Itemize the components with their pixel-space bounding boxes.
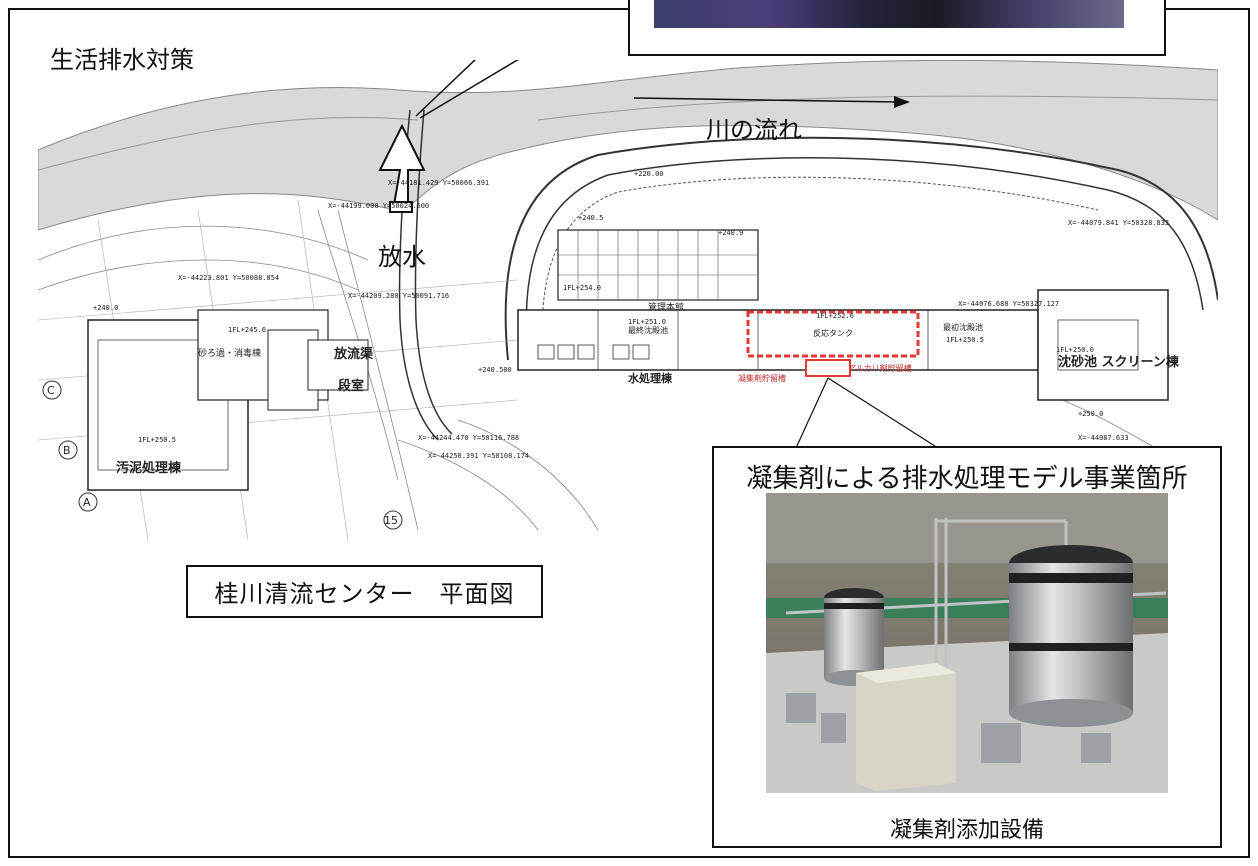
coord-label: X=-44079.841 Y=50328.833 xyxy=(1068,219,1169,227)
coord-label: X=-44087.633 xyxy=(1078,434,1129,442)
model-site-title: 凝集剤による排水処理モデル事業箇所 xyxy=(746,464,1188,494)
label-grit-screen: 沈砂池 スクリーン棟 xyxy=(1058,354,1180,370)
river-flow-label: 川の流れ xyxy=(706,116,802,144)
discharge-outlet-photo xyxy=(654,0,1124,28)
grid-mark: 15 xyxy=(384,514,398,527)
label-alkali-storage: アルカリ剤貯留槽 xyxy=(848,363,912,373)
label-first-settling: 最初沈殿池 xyxy=(943,322,983,332)
level-label: +240.9 xyxy=(718,229,743,237)
level-label: +250.0 xyxy=(1078,410,1103,418)
model-site-box: 凝集剤による排水処理モデル事業箇所 xyxy=(712,446,1222,848)
label-admin: 管理本館 xyxy=(648,301,684,313)
label-discharge-channel: 放流渠 xyxy=(333,346,374,362)
level-label: +240.5 xyxy=(578,214,603,222)
level-label: +240.0 xyxy=(93,304,118,312)
discharge-label: 放水 xyxy=(378,243,426,271)
top-photo-callout xyxy=(628,0,1166,56)
grid-mark: A xyxy=(83,496,91,509)
level-label: 1FL+245.6 xyxy=(228,326,266,334)
coord-label: X=-44199.000 Y=50024.600 xyxy=(328,202,429,210)
label-sand-drying: 砂ろ過・消毒棟 xyxy=(198,347,261,359)
level-label: +220.00 xyxy=(634,170,664,178)
level-label: 1FL+250.0 xyxy=(1056,346,1094,354)
plan-caption: 桂川清流センター 平面図 xyxy=(186,565,543,618)
label-sludge: 汚泥処理棟 xyxy=(116,460,182,476)
level-label: 1FL+250.5 xyxy=(138,436,176,444)
label-water-treatment: 水処理棟 xyxy=(628,371,673,385)
level-label: 1FL+251.0 xyxy=(628,318,666,326)
level-label: 1FL+254.0 xyxy=(563,284,601,292)
label-reaction-tank: 反応タンク xyxy=(813,328,853,338)
grid-mark: B xyxy=(63,444,71,457)
coord-label: X=-44076.688 Y=50327.127 xyxy=(958,300,1059,308)
coagulant-equipment-photo xyxy=(766,493,1168,793)
coord-label: X=-44250.391 Y=50108.174 xyxy=(428,452,529,460)
coord-label: X=-44209.280 Y=50091.716 xyxy=(348,292,449,300)
label-coagulant-storage: 凝集剤貯留槽 xyxy=(738,373,786,383)
grid-mark: C xyxy=(47,384,55,397)
coord-label: X=-44223.801 Y=50088.854 xyxy=(178,274,279,282)
level-label: 1FL+252.6 xyxy=(816,312,854,320)
label-step-room: 段室 xyxy=(338,378,364,394)
site-plan-drawing: 水処理棟 凝集剤貯留槽 アルカリ剤貯留槽 反応タンク 最終沈殿池 最初沈殿池 管… xyxy=(38,60,1218,540)
coord-label: X=-44181.429 Y=50066.391 xyxy=(388,179,489,187)
coord-label: X=-44244.470 Y=50116.788 xyxy=(418,434,519,442)
label-final-settling: 最終沈殿池 xyxy=(628,325,668,335)
section-title: 生活排水対策 xyxy=(50,46,194,74)
level-label: +240.580 xyxy=(478,366,512,374)
level-label: 1FL+250.5 xyxy=(946,336,984,344)
plan-caption-text: 桂川清流センター 平面図 xyxy=(214,580,515,608)
equipment-caption: 凝集剤添加設備 xyxy=(889,818,1044,843)
